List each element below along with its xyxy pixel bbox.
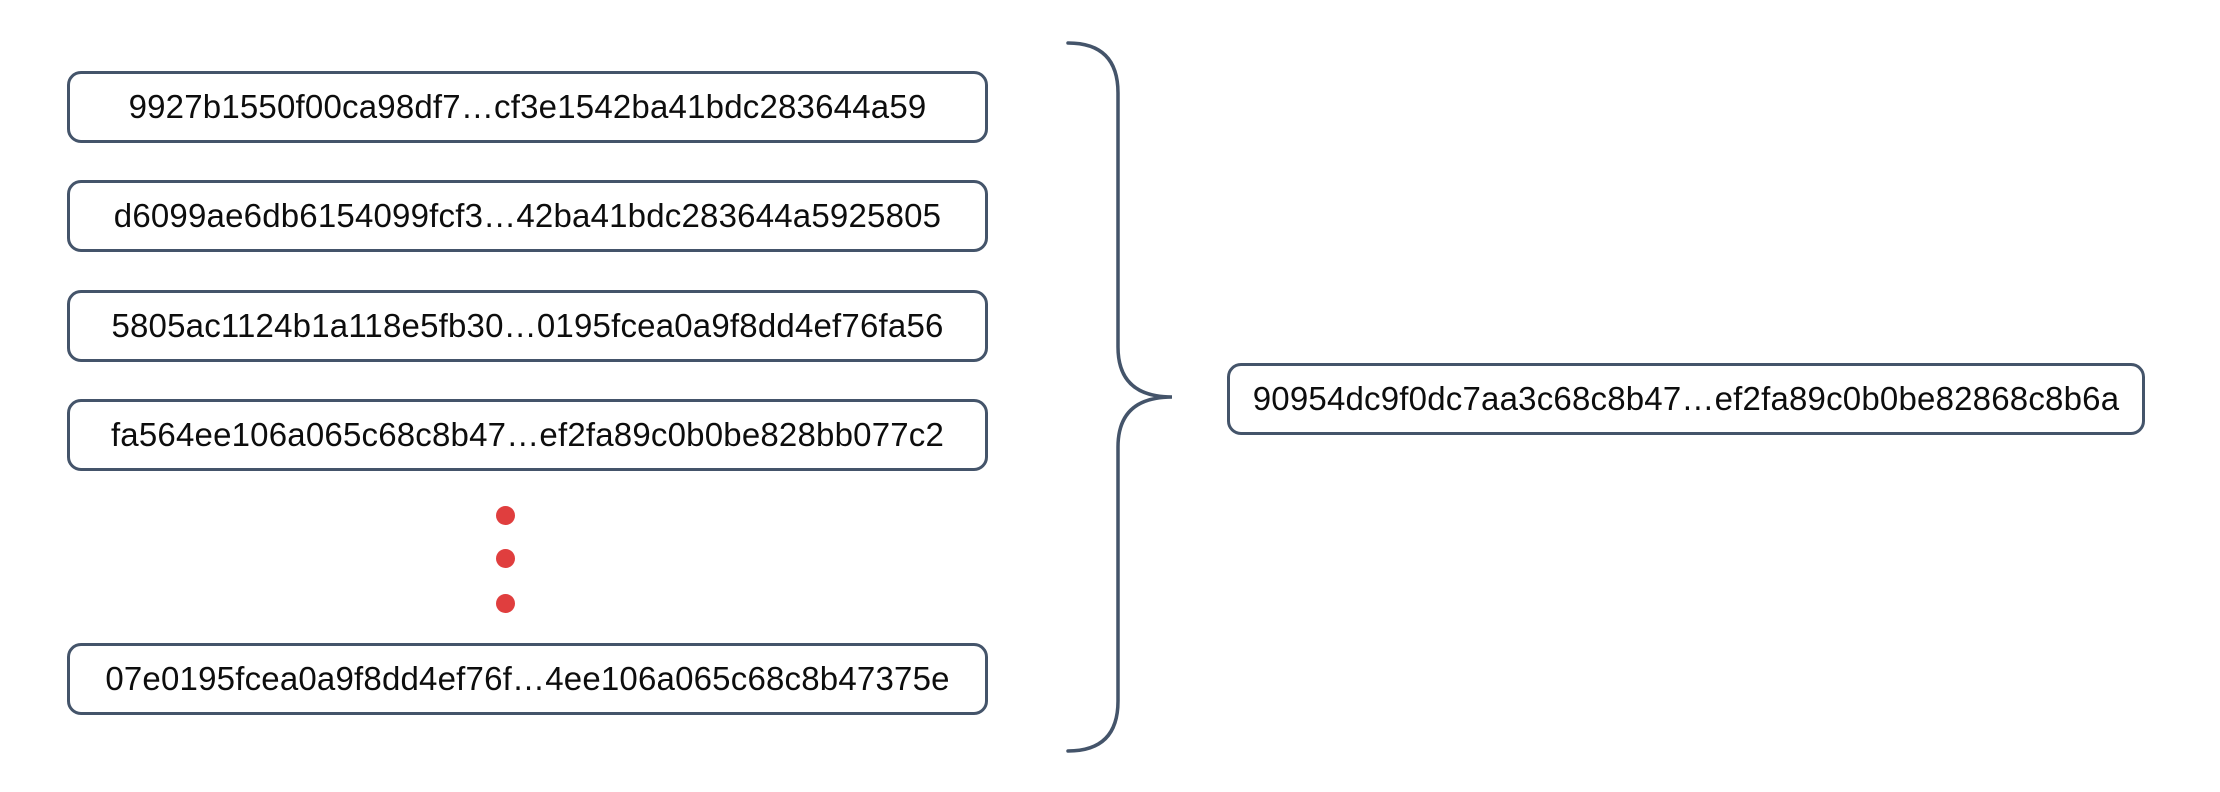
hash-box-last: 07e0195fcea0a9f8dd4ef76f…4ee106a065c68c8…	[67, 643, 988, 715]
curly-brace-icon	[1066, 41, 1173, 753]
hash-box-1: 9927b1550f00ca98df7…cf3e1542ba41bdc28364…	[67, 71, 988, 143]
ellipsis-dot-3	[496, 594, 515, 613]
ellipsis-dot-2	[496, 549, 515, 568]
result-hash-box: 90954dc9f0dc7aa3c68c8b47…ef2fa89c0b0be82…	[1227, 363, 2145, 435]
ellipsis-dot-1	[496, 506, 515, 525]
hash-box-2: d6099ae6db6154099fcf3…42ba41bdc283644a59…	[67, 180, 988, 252]
hash-box-3: 5805ac1124b1a118e5fb30…0195fcea0a9f8dd4e…	[67, 290, 988, 362]
hash-box-4: fa564ee106a065c68c8b47…ef2fa89c0b0be828b…	[67, 399, 988, 471]
